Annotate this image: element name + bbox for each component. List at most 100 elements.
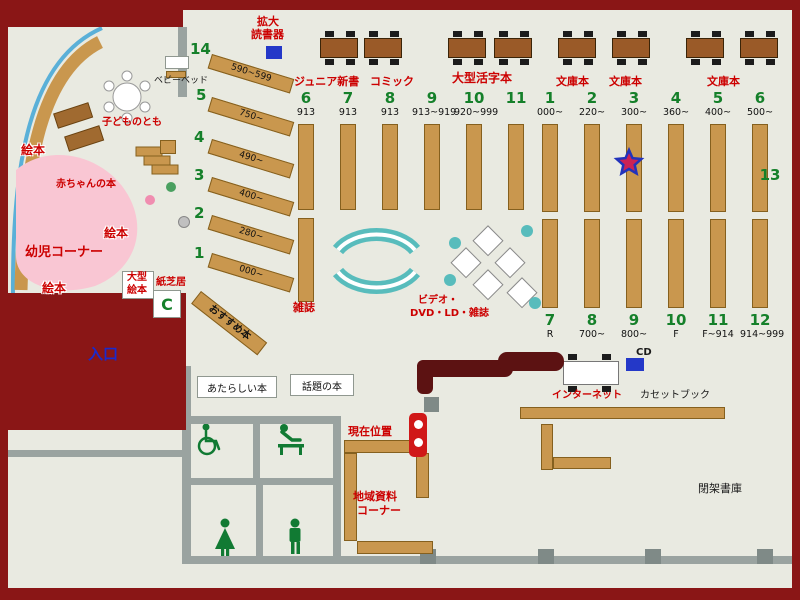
label-topic-books: 話題の本 [302,381,342,393]
section-code: 500~ [746,107,774,118]
section-number: 4 [670,89,682,107]
bookshelf [710,124,726,212]
section-code: 400~ [704,107,732,118]
baby-changing-icon [278,424,304,455]
label-baby-books: 赤ちゃんの本 [56,179,116,190]
label-video-line2: DVD・LD・雑誌 [410,308,490,319]
section-number: 11 [505,89,527,107]
section-number: 14 [190,40,211,58]
wall-segment [256,485,263,564]
section-code: 913 [296,107,316,118]
curved-wall [10,26,103,299]
section-code: 800~ [620,329,648,340]
wheelchair-icon [197,423,221,456]
label-cassette-book: カセットブック [640,390,710,401]
label-internet: インターネット [552,390,622,401]
section-number: 5 [712,89,724,107]
bookshelf [340,124,356,210]
bookshelf [382,124,398,210]
section-number: 10 [665,311,687,329]
toilet-man-icon [289,518,301,554]
section-number: 4 [194,128,205,146]
section-code: 220~ [578,107,606,118]
magazine-shelf [298,218,314,302]
section-code: 000~ [536,107,564,118]
magazine-benches [332,228,421,294]
service-counter [417,360,513,377]
bookshelf [752,124,768,212]
bookshelf [424,124,440,210]
kids-steps [135,146,179,175]
reading-table [686,31,724,65]
section-code: 360~ [662,107,690,118]
wall-border-top [0,0,800,10]
kids-box [160,140,176,154]
shelf [553,457,611,469]
topic-books-box: 話題の本 [290,374,354,396]
reading-table [494,31,532,65]
toddler-area-floor [16,155,138,291]
local-materials-shelf [344,453,357,541]
kids-round-table [103,70,151,124]
label-bunkobon: 文庫本 [707,75,740,88]
baby-bed-bench [166,71,186,78]
local-materials-shelf [416,453,429,498]
section-code: 913 [338,107,358,118]
new-books-box: あたらしい本 [197,376,277,398]
section-number: 2 [586,89,598,107]
section-code: 913 [380,107,400,118]
section-number: 3 [628,89,640,107]
bookshelf [542,124,558,212]
section-number: 1 [544,89,556,107]
gray-stool [178,216,190,228]
section-number: 11 [707,311,729,329]
section-code: 920~999 [454,107,499,118]
green-stool [166,182,176,192]
label-video-line1: ビデオ・ [418,295,458,306]
label-current-location: 現在位置 [348,425,392,438]
label-kamishibai: 紙芝居 [156,277,186,288]
wall-segment [182,366,191,564]
pillar [645,549,661,564]
reading-table [364,31,402,65]
section-number: 3 [194,166,205,184]
section-number: 2 [194,204,205,222]
baby-bed [165,56,189,69]
label-picture-books: 絵本 [42,281,67,295]
section-code: F [673,329,679,340]
bookshelf [584,219,600,308]
bookshelf [710,219,726,308]
reading-table [740,31,778,65]
pillar [757,549,773,564]
section-code: 914~999 [740,329,785,340]
toilet-woman-icon [215,518,235,557]
magnifier-reader-icon [266,46,282,59]
section-number: 8 [586,311,598,329]
cd-player-icon [626,358,644,371]
star-marker-icon [613,146,645,177]
section-number: 12 [749,311,771,329]
reading-table [612,31,650,65]
wall-border-bottom [0,588,800,600]
local-materials-shelf [357,541,433,554]
section-number: 6 [754,89,766,107]
label-large-picture-books-line2: 絵本 [127,285,147,296]
label-entrance: 入口 [88,345,119,363]
label-toddler-corner: 幼児コーナー [25,245,104,260]
bookshelf [752,219,768,308]
label-kodomo-no-tomo: 子どものとも [102,117,162,128]
section-number: 10 [463,89,485,107]
wall-border-right [792,0,800,600]
section-number: 6 [300,89,312,107]
bookshelf [584,124,600,212]
section-code: 300~ [620,107,648,118]
section-number: 1 [194,244,205,262]
wall-segment [191,416,341,424]
bookshelf [298,124,314,210]
label-cd: CD [636,347,652,358]
large-picture-book-box [122,271,154,299]
section-code: 700~ [578,329,606,340]
label-baby-bed: ベビーベッド [154,76,209,86]
bookshelf [668,124,684,212]
